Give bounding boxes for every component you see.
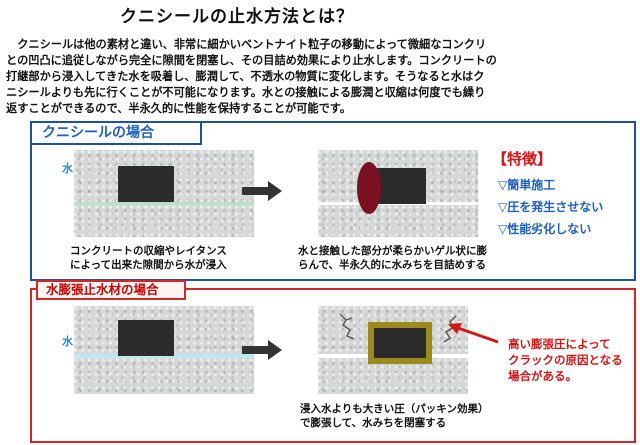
- joint-gap: [74, 202, 254, 205]
- swollen-material: [368, 322, 432, 364]
- concrete-lower: [318, 358, 468, 394]
- caption-right: 水と接触した部分が柔らかいゲル状に膨 らんで、半永久的に水みちを目詰めする: [298, 245, 487, 271]
- right-arrow-icon: [242, 181, 282, 201]
- water-label: 水: [62, 335, 73, 348]
- feature-item: ▽簡単施工: [498, 178, 556, 192]
- swelling-header: 水膨張止水材の場合: [36, 280, 186, 300]
- intro-line: ニシールよりも先に行くことが不可能になります。水との接触による膨潤と収縮は何度で…: [6, 86, 486, 99]
- swelling-panel: [30, 288, 636, 443]
- warning-text: 高い膨張圧によって クラックの原因となる 場合がある。: [508, 337, 623, 383]
- page-title: クニシールの止水方法とは？: [120, 7, 354, 27]
- swelling-block-core: [374, 328, 426, 358]
- gel-swelling: [357, 162, 381, 214]
- intro-line: クニシールは他の素材と違い、非常に細かいベントナイト粒子の移動によって微細なコン…: [6, 38, 487, 51]
- kuniseal-block: [118, 166, 174, 202]
- crack-icon: [436, 314, 460, 348]
- concrete-lower: [318, 205, 478, 237]
- joint-gap: [74, 354, 254, 358]
- intro-line: 返すことができるので、半永久的に性能を保持することが可能です。: [6, 102, 352, 115]
- warning-arrow-icon: [448, 322, 500, 348]
- feature-item: ▽圧を発生させない: [498, 200, 604, 214]
- swelling-block: [118, 320, 174, 356]
- right-arrow-icon: [242, 340, 282, 360]
- kuniseal-panel: [30, 121, 636, 281]
- caption-right: 浸入水よりも大きい圧（パッキン効果） で膨張して、水みちを閉塞する: [300, 403, 489, 429]
- kuniseal-header: クニシールの場合: [30, 121, 202, 145]
- intro-line: 打継部から浸入してきた水を吸着し、膨潤して、不透水の物質に変化します。そうなると…: [6, 70, 485, 83]
- concrete-lower: [74, 205, 254, 237]
- water-label: 水: [62, 162, 73, 175]
- concrete-lower: [74, 358, 254, 394]
- crack-icon: [338, 312, 368, 344]
- intro-line: との凹凸に追従しながら完全に隙間を閉塞し、その目詰め効果により止水します。コンク…: [6, 54, 497, 67]
- intro-paragraph: クニシールは他の素材と違い、非常に細かいベントナイト粒子の移動によって微細なコン…: [6, 37, 634, 117]
- features-title: 【特徴】: [492, 150, 553, 168]
- caption-left: コンクリートの収縮やレイタンス によって出来た隙間から水が浸入: [70, 245, 227, 271]
- feature-item: ▽性能劣化しない: [498, 222, 592, 236]
